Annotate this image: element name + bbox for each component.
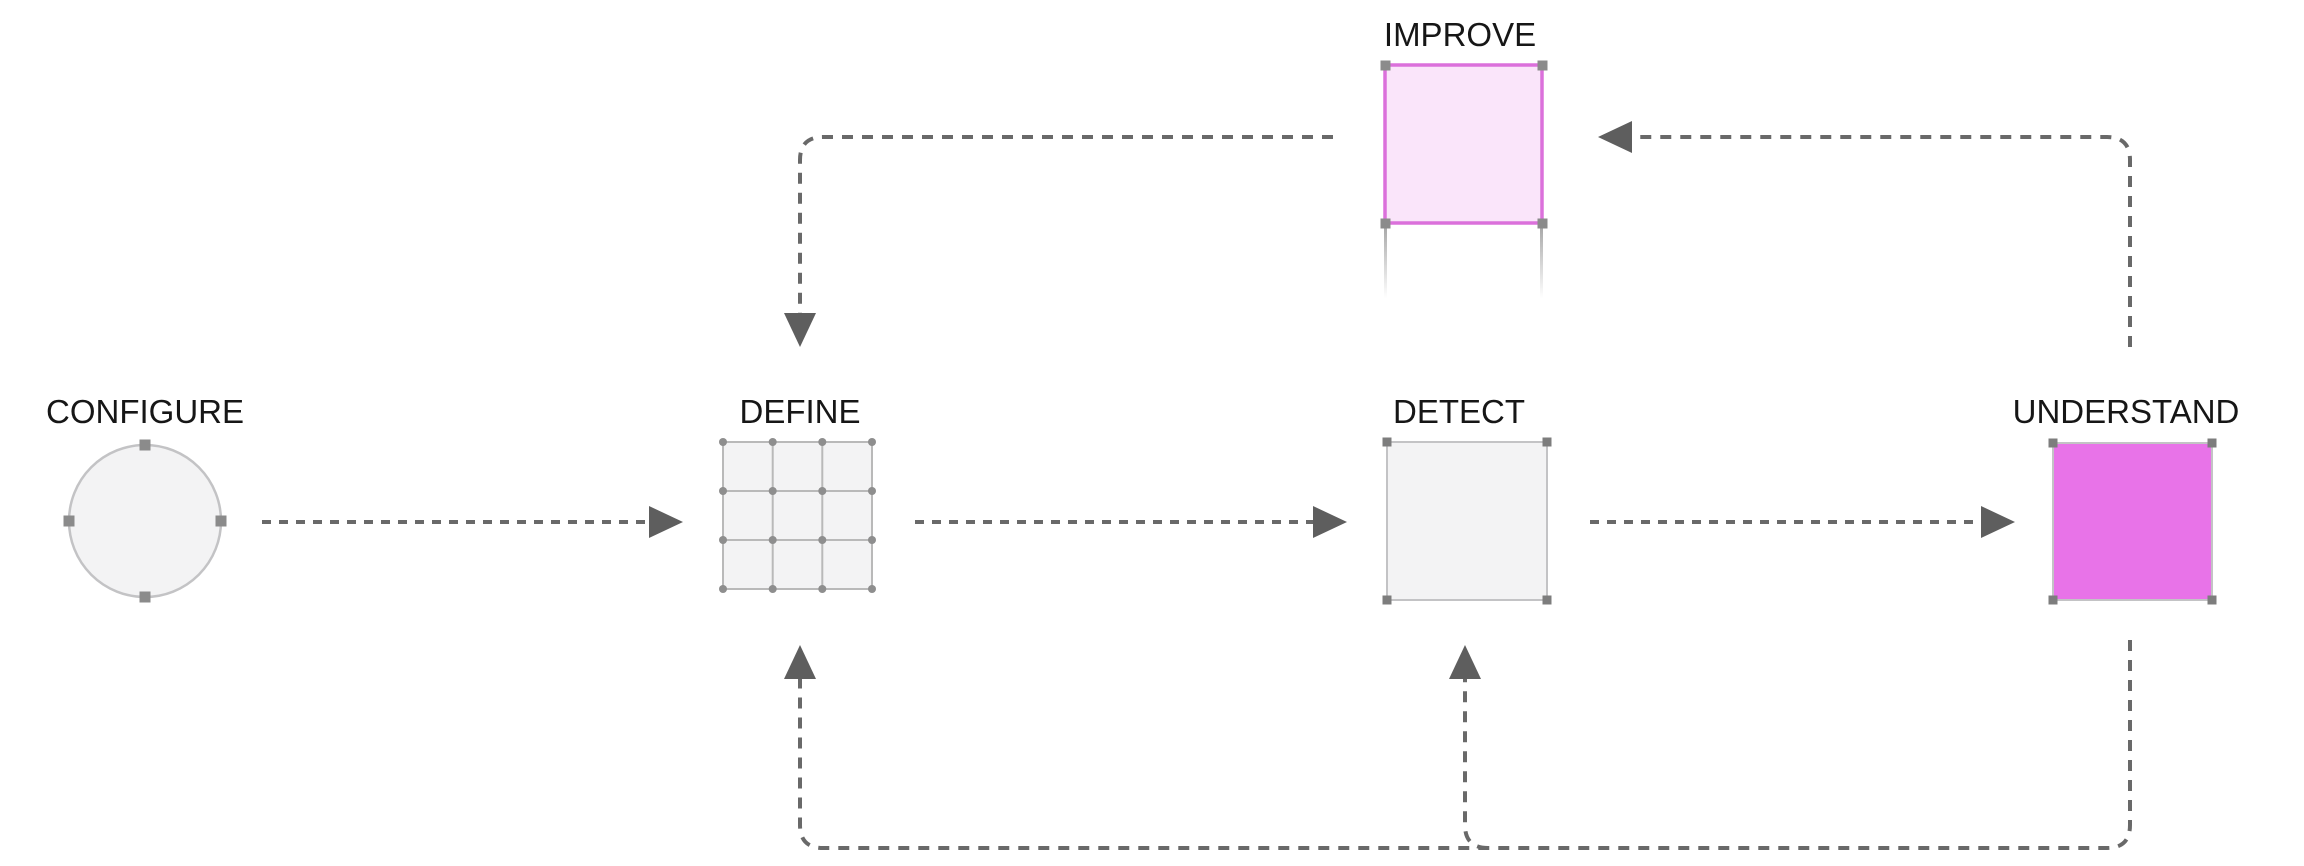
arrowhead-understand-detect bbox=[1449, 645, 1481, 679]
improve-fade-left bbox=[1384, 226, 1387, 298]
improve-square-shape[interactable] bbox=[1383, 63, 1544, 225]
configure-node-label: CONFIGURE bbox=[46, 393, 244, 430]
understand-resize-handles[interactable] bbox=[2048, 438, 2217, 605]
edge-understand-detect[interactable] bbox=[1463, 679, 1489, 850]
detect-resize-handles[interactable] bbox=[1382, 437, 1552, 605]
arrowhead-detect-understand bbox=[1981, 506, 2015, 538]
node-understand[interactable] bbox=[2048, 438, 2217, 605]
edge-improve-define[interactable] bbox=[798, 135, 1333, 313]
define-grid-dots[interactable] bbox=[719, 438, 876, 593]
define-node-label: DEFINE bbox=[739, 393, 861, 430]
arrowhead-improve-define bbox=[784, 313, 816, 347]
node-improve[interactable] bbox=[1380, 60, 1548, 299]
understand-node-label: UNDERSTAND bbox=[2012, 393, 2240, 430]
configure-circle-shape[interactable] bbox=[67, 443, 223, 599]
edge-understand-define[interactable] bbox=[798, 640, 2132, 850]
define-grid-shape[interactable] bbox=[722, 441, 873, 590]
arrowhead-configure-define bbox=[649, 506, 683, 538]
node-configure[interactable] bbox=[63, 439, 227, 603]
improve-node-label: IMPROVE bbox=[1383, 16, 1537, 53]
define-grid-lines bbox=[723, 442, 872, 589]
node-detect[interactable] bbox=[1382, 437, 1552, 605]
arrowhead-understand-improve bbox=[1598, 121, 1632, 153]
arrowhead-define-detect bbox=[1313, 506, 1347, 538]
understand-square-shape[interactable] bbox=[2052, 442, 2213, 601]
node-define[interactable] bbox=[719, 438, 876, 593]
detect-node-label: DETECT bbox=[1393, 393, 1525, 430]
improve-resize-handles[interactable] bbox=[1380, 60, 1548, 229]
improve-fade-right bbox=[1540, 226, 1543, 298]
detect-square-shape[interactable] bbox=[1386, 441, 1548, 601]
edge-understand-improve[interactable] bbox=[1632, 135, 2132, 347]
arrowhead-understand-define bbox=[784, 645, 816, 679]
configure-resize-handles[interactable] bbox=[63, 439, 227, 603]
